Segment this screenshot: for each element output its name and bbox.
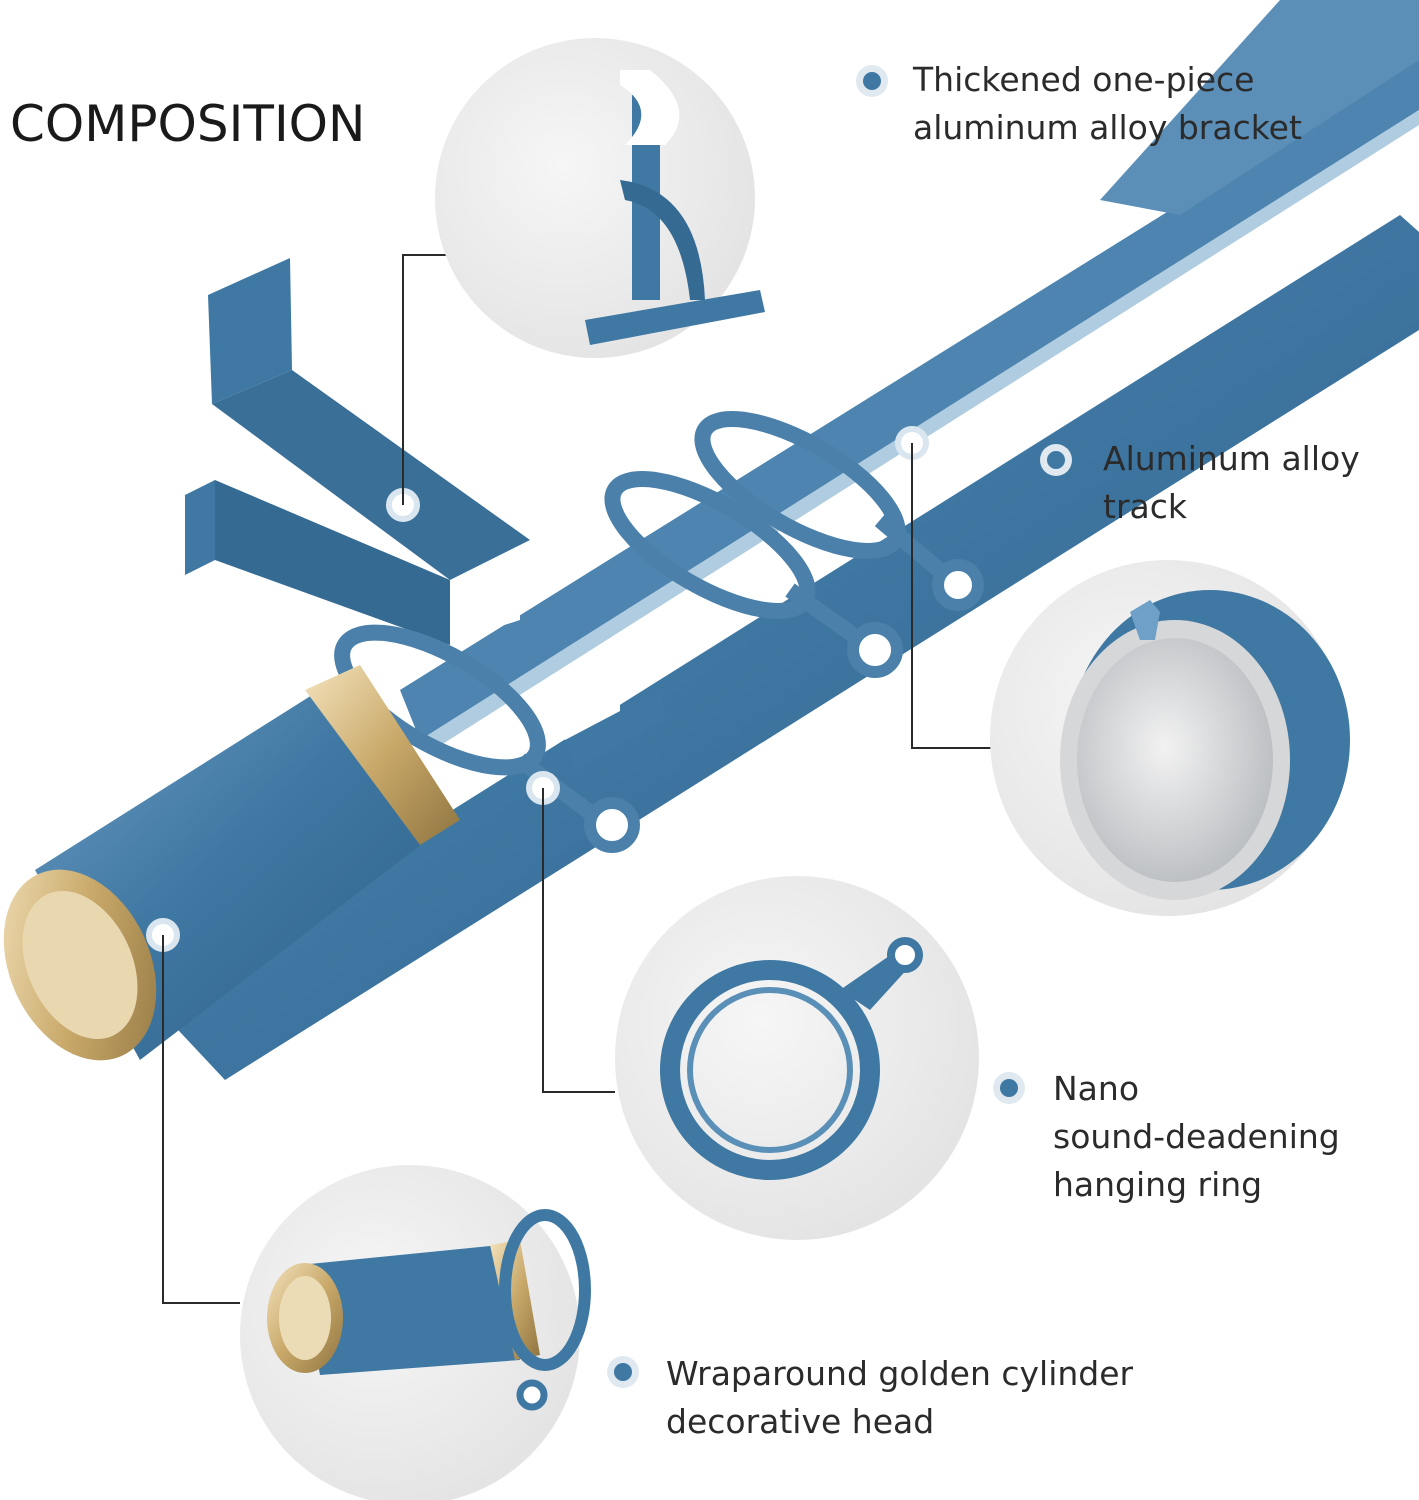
feature-head-line-1: Wraparound golden cylinder	[666, 1354, 1134, 1393]
page-title: COMPOSITION	[10, 95, 366, 153]
callout-dots	[146, 426, 929, 952]
bracket-detail-circle	[435, 38, 765, 358]
track-detail-circle	[990, 560, 1350, 916]
feature-head-line-2: decorative head	[666, 1402, 935, 1441]
end-cap	[3, 665, 460, 1061]
feature-bracket: Thickened one-piece aluminum alloy brack…	[913, 56, 1302, 152]
feature-ring-line-2: sound-deadening	[1053, 1117, 1340, 1156]
bullet-icon	[856, 65, 888, 97]
feature-bracket-line-2: aluminum alloy bracket	[913, 108, 1302, 147]
leader-lines	[162, 254, 992, 1304]
feature-bracket-line-1: Thickened one-piece	[913, 60, 1255, 99]
ring-eyelets	[584, 559, 984, 853]
feature-ring-line-3: hanging ring	[1053, 1165, 1263, 1204]
feature-head: Wraparound golden cylinder decorative he…	[666, 1350, 1133, 1446]
feature-ring: Nano sound-deadening hanging ring	[1053, 1065, 1340, 1209]
head-detail-circle	[240, 1165, 591, 1500]
ring-detail-circle	[615, 876, 979, 1240]
bullet-icon	[993, 1072, 1025, 1104]
feature-track-line-2: track	[1103, 487, 1187, 526]
feature-track-line-1: Aluminum alloy	[1103, 439, 1360, 478]
bullet-icon	[1040, 444, 1072, 476]
bullet-icon	[607, 1356, 639, 1388]
feature-track: Aluminum alloy track	[1103, 435, 1360, 531]
feature-ring-line-1: Nano	[1053, 1069, 1140, 1108]
wall-bracket	[185, 258, 665, 770]
rod-rings	[334, 411, 951, 827]
